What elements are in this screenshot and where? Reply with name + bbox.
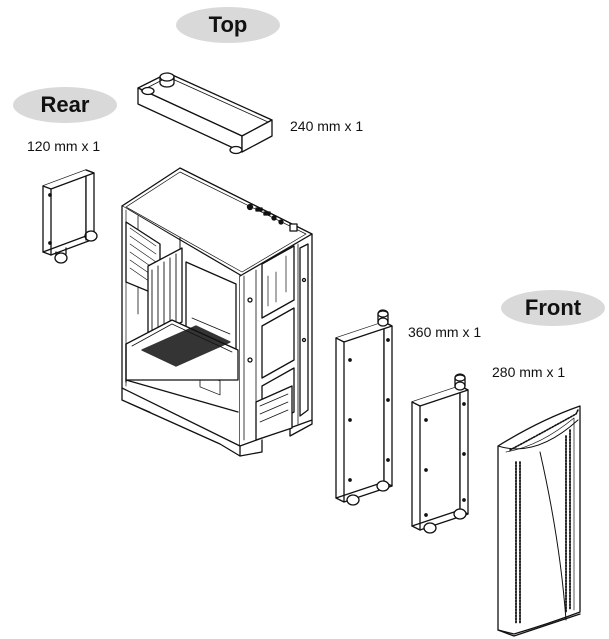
front-radiator-280-fittings (423, 373, 467, 534)
top-label: Top (176, 7, 280, 43)
front-label-text: Front (524, 295, 582, 320)
top-radiator-fittings (141, 72, 243, 155)
drive-cage (255, 385, 293, 441)
rear-radiator-120 (42, 169, 98, 264)
front-panel (497, 405, 581, 637)
top-radiator-size: 240 mm x 1 (290, 118, 364, 134)
top-label-text: Top (208, 12, 248, 37)
chassis (121, 167, 313, 457)
top-radiator-240 (137, 72, 273, 155)
psu-shroud (125, 319, 239, 413)
front-radiator-360-size: 360 mm x 1 (408, 324, 482, 340)
front-radiator-280-size: 280 mm x 1 (492, 364, 566, 380)
rear-label: Rear (13, 87, 117, 123)
rear-label-text: Rear (40, 92, 90, 117)
pci-slots (147, 247, 183, 339)
front-radiator-360 (335, 309, 393, 506)
rear-radiator-fittings (54, 230, 98, 264)
front-radiator-360-fittings (346, 309, 390, 506)
rear-radiator-size: 120 mm x 1 (27, 138, 101, 154)
io-panel (246, 203, 298, 232)
front-radiator-280 (411, 373, 469, 534)
front-frame (243, 243, 309, 441)
front-label: Front (501, 290, 605, 326)
